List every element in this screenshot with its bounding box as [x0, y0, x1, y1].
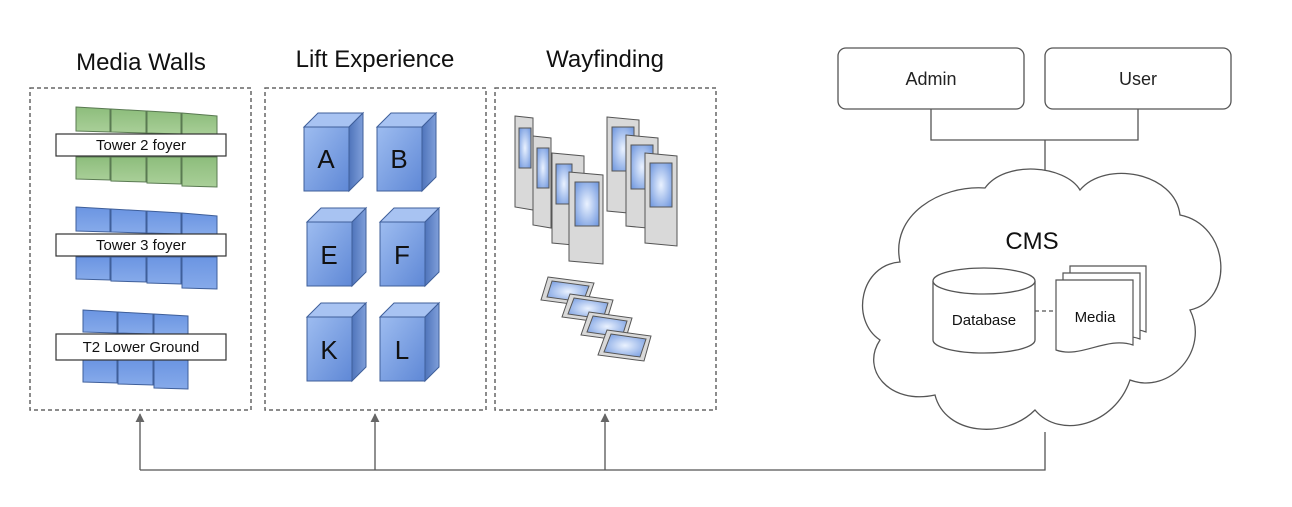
media-walls-group	[29, 87, 252, 411]
lift-letter: K	[320, 335, 338, 365]
lift-experience-group	[264, 87, 487, 411]
lift-cube-b: B	[375, 111, 438, 193]
lift-letter: L	[395, 335, 409, 365]
wall-label: Tower 3 foyer	[96, 237, 186, 254]
kiosk-icon	[568, 171, 604, 265]
wall-label: T2 Lower Ground	[83, 339, 200, 356]
wall-label-box	[55, 133, 227, 157]
wall-label-box	[55, 233, 227, 257]
media-walls-title: Media Walls	[76, 49, 206, 76]
kiosk-icon	[514, 115, 534, 211]
kiosk-icon	[644, 152, 678, 247]
user-label: User	[1119, 69, 1157, 89]
lift-letter: A	[317, 144, 335, 174]
lift-cube-e: E	[305, 206, 368, 288]
tablet-icon	[597, 329, 652, 362]
lift-letter: F	[394, 240, 410, 270]
media-wall-t2-lower-ground: T2 Lower Ground	[55, 309, 227, 390]
cms-title: CMS	[1005, 228, 1058, 255]
lift-cube-k: K	[305, 301, 368, 383]
wall-label: Tower 2 foyer	[96, 137, 186, 154]
database-label: Database	[952, 312, 1016, 329]
wayfinding-kiosks	[514, 115, 678, 362]
wall-label-box	[55, 333, 227, 361]
media-wall-tower-3: Tower 3 foyer	[55, 206, 227, 290]
lift-cube-f: F	[378, 206, 441, 288]
wayfinding-group	[494, 87, 717, 411]
kiosk-icon	[532, 135, 552, 229]
media-documents-icon: Media	[1055, 265, 1147, 353]
user-box: User	[1044, 47, 1232, 110]
distribution-connector	[135, 413, 1046, 471]
lift-letter: E	[320, 240, 337, 270]
admin-box: Admin	[837, 47, 1025, 110]
admin-label: Admin	[905, 69, 956, 89]
database-icon: Database	[932, 267, 1036, 354]
media-wall-tower-2: Tower 2 foyer	[55, 106, 227, 188]
lift-cube-l: L	[378, 301, 441, 383]
lift-cube-a: A	[302, 111, 365, 193]
media-label: Media	[1075, 309, 1117, 326]
lift-experience-title: Lift Experience	[296, 46, 455, 73]
wayfinding-title: Wayfinding	[546, 46, 664, 73]
cms-cloud: CMS	[861, 168, 1222, 430]
lift-letter: B	[390, 144, 407, 174]
user-connector	[930, 109, 1139, 141]
